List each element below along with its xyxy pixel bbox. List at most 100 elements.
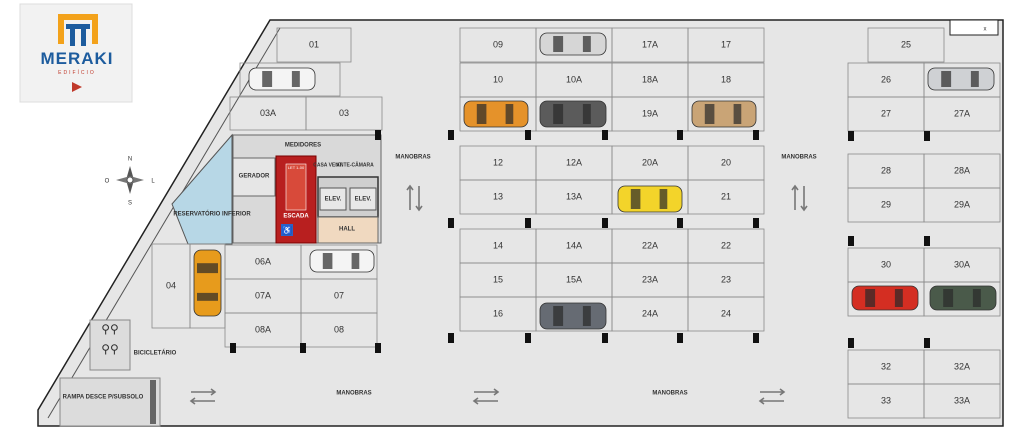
svg-text:⚲⚲: ⚲⚲ — [101, 322, 119, 336]
space-label-29: 29 — [881, 199, 891, 209]
space-label-27a: 27A — [954, 108, 970, 118]
car-09a — [539, 32, 607, 56]
parking-space-31a — [923, 281, 1001, 317]
space-label-17a: 17A — [642, 39, 658, 49]
space-label-08a: 08A — [255, 324, 271, 334]
pillar — [525, 130, 531, 140]
space-label-10: 10 — [493, 74, 503, 84]
traffic-arrows-icon — [791, 184, 808, 212]
space-label-25: 25 — [901, 39, 911, 49]
space-label-23: 23 — [721, 274, 731, 284]
compass-n: N — [128, 157, 132, 163]
pillar — [448, 333, 454, 343]
parking-space-08 — [300, 312, 378, 348]
car-19 — [691, 100, 757, 128]
space-label-16: 16 — [493, 308, 503, 318]
diagonal-wall — [47, 27, 281, 419]
parking-space-27a — [923, 96, 1001, 132]
pillar — [375, 130, 381, 140]
logo-mark-icon — [72, 82, 82, 92]
pillar — [375, 343, 381, 353]
space-label-24a: 24A — [642, 308, 658, 318]
escada-label: ESCADA — [283, 214, 309, 220]
svg-text:♿: ♿ — [282, 225, 292, 235]
space-label-27: 27 — [881, 108, 891, 118]
space-label-07: 07 — [334, 290, 344, 300]
accessible-icon — [281, 224, 293, 236]
parking-space-21 — [687, 179, 765, 215]
space-label-33: 33 — [881, 395, 891, 405]
parking-space-19 — [687, 96, 765, 132]
pillar — [602, 130, 608, 140]
pillar — [448, 130, 454, 140]
pillar — [677, 333, 683, 343]
car-26a — [927, 67, 995, 91]
corner-box — [949, 19, 999, 36]
car-11 — [463, 100, 529, 128]
pillar — [924, 236, 930, 246]
space-label-12: 12 — [493, 157, 503, 167]
space-label-03: 03 — [339, 108, 349, 118]
space-label-06a: 06A — [255, 256, 271, 266]
space-label-03a: 03A — [260, 108, 276, 118]
traffic-arrows-icon — [189, 388, 217, 405]
pillar — [300, 343, 306, 353]
space-label-24: 24 — [721, 308, 731, 318]
rampa-label: RAMPA DESCE P/SUBSOLO — [63, 395, 144, 401]
parking-space-29a — [923, 187, 1001, 223]
service-core: RESERVATÓRIO INFERIOR GERADOR MEDIDORES … — [171, 133, 382, 245]
pillar — [602, 333, 608, 343]
space-label-23a: 23A — [642, 274, 658, 284]
compass-l: L — [151, 179, 155, 185]
gerador-label: GERADOR — [239, 174, 270, 180]
space-label-33a: 33A — [954, 395, 970, 405]
logo-text: MERAKI — [40, 49, 113, 68]
elev2-label: ELEV. — [355, 197, 372, 203]
stair-sign: LET 1-00 — [288, 165, 305, 170]
space-label-17: 17 — [721, 39, 731, 49]
pillar — [753, 218, 759, 228]
space-label-15a: 15A — [566, 274, 582, 284]
manobras-label: MANOBRAS — [781, 155, 816, 161]
parking-space-02 — [239, 62, 341, 97]
space-label-13a: 13A — [566, 191, 582, 201]
traffic-arrows-icon — [406, 184, 423, 212]
pillar — [848, 236, 854, 246]
space-label-13: 13 — [493, 191, 503, 201]
space-label-09: 09 — [493, 39, 503, 49]
car-05 — [193, 249, 222, 317]
space-label-15: 15 — [493, 274, 503, 284]
ante-camara-label: ANTE-CÂMARA — [336, 161, 374, 168]
parking-space-17 — [687, 27, 765, 63]
manobras-label: MANOBRAS — [336, 391, 371, 397]
space-label-07a: 07A — [255, 290, 271, 300]
compass-o: O — [105, 179, 110, 185]
space-label-10a: 10A — [566, 74, 582, 84]
space-label-08: 08 — [334, 324, 344, 334]
space-label-32: 32 — [881, 361, 891, 371]
pillar — [753, 333, 759, 343]
rampa: RAMPA DESCE P/SUBSOLO — [59, 377, 161, 427]
meraki-logo: MERAKI EDIFÍCIO — [19, 3, 133, 103]
parking-space-24 — [687, 296, 765, 332]
space-label-18a: 18A — [642, 74, 658, 84]
car-11a — [539, 100, 607, 128]
space-label-12a: 12A — [566, 157, 582, 167]
pillar — [753, 130, 759, 140]
space-label-04: 04 — [166, 280, 176, 290]
medidores-label: MEDIDORES — [285, 143, 321, 149]
hall-label: HALL — [339, 227, 355, 233]
space-label-28: 28 — [881, 165, 891, 175]
parking-space-25 — [867, 27, 945, 63]
manobras-label: MANOBRAS — [652, 391, 687, 397]
pillar — [924, 338, 930, 348]
car-06 — [309, 249, 375, 273]
pillar — [525, 218, 531, 228]
space-label-19a: 19A — [642, 108, 658, 118]
traffic-arrows-icon — [472, 388, 500, 405]
compass-s: S — [128, 201, 132, 207]
pillar — [848, 338, 854, 348]
space-label-01: 01 — [309, 39, 319, 49]
pillar — [602, 218, 608, 228]
